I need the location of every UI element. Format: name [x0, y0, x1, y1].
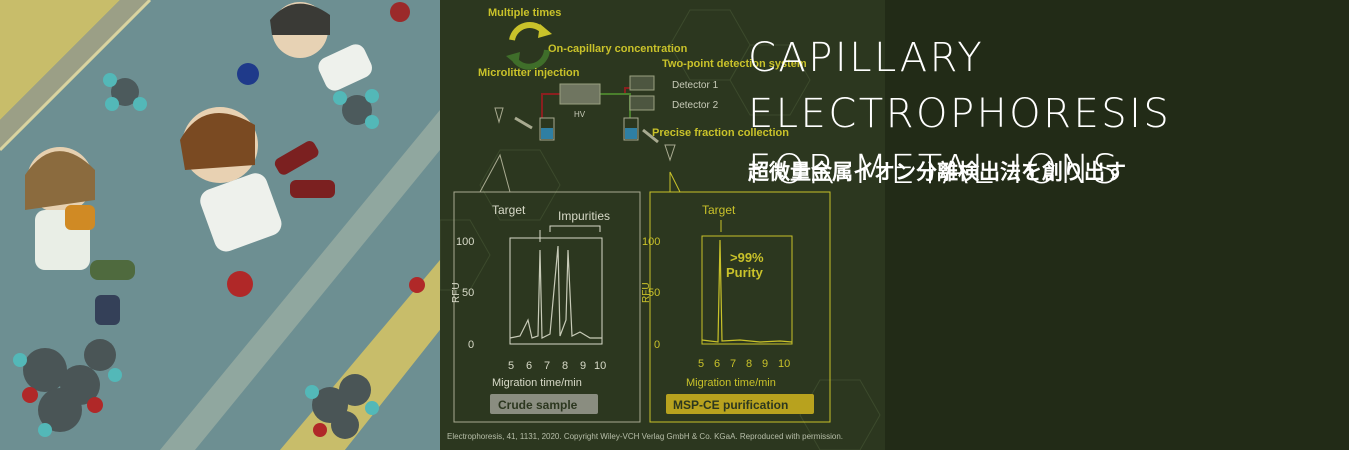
- right-target-label: Target: [702, 203, 736, 217]
- crude-sample-badge-label: Crude sample: [498, 398, 578, 412]
- ce-schematic: Multiple times On-capillary concentratio…: [440, 7, 881, 450]
- right-xtick: 5: [698, 358, 704, 370]
- left-ylabel: RFU: [451, 282, 462, 303]
- crude-sample-badge: [490, 394, 598, 414]
- purified-electropherogram: [701, 239, 793, 343]
- ce-figure-panel: Multiple times On-capillary concentratio…: [440, 0, 885, 450]
- left-xtick: 6: [526, 360, 532, 372]
- detector1-label: Detector 1: [672, 80, 719, 91]
- detector2-label: Detector 2: [672, 100, 719, 111]
- multiple-times-label: Multiple times: [488, 7, 561, 19]
- purity-value: >99%: [730, 250, 764, 265]
- vial-inlet: [539, 117, 555, 141]
- hv-power-supply: [559, 83, 601, 105]
- left-xtick: 10: [594, 360, 606, 372]
- molecule-cluster-icon: [13, 339, 122, 437]
- right-xlabel: Migration time/min: [686, 377, 776, 389]
- right-ytick-50: 50: [648, 287, 660, 299]
- left-xtick: 5: [508, 360, 514, 372]
- character-girl-center: [180, 107, 335, 252]
- crude-sample-panel: [453, 191, 641, 423]
- left-impurities-label: Impurities: [558, 209, 610, 223]
- molecule-icon: [103, 73, 147, 111]
- microliter-injection-label: Microlitter injection: [478, 67, 580, 79]
- purity-label: Purity: [726, 265, 764, 280]
- left-xtick: 7: [544, 360, 550, 372]
- hexagon-pattern: [440, 9, 881, 450]
- right-xtick: 9: [762, 358, 768, 370]
- on-capillary-label: On-capillary concentration: [548, 43, 688, 55]
- msp-ce-badge: [666, 394, 814, 414]
- right-xtick: 6: [714, 358, 720, 370]
- right-ytick-100: 100: [642, 236, 660, 248]
- two-point-label: Two-point detection system: [662, 58, 807, 70]
- hv-label: HV: [574, 110, 586, 119]
- left-xlabel: Migration time/min: [492, 377, 582, 389]
- detector-1-icon: [629, 75, 655, 91]
- right-xtick: 8: [746, 358, 752, 370]
- left-target-label: Target: [492, 203, 526, 217]
- left-ytick-0: 0: [468, 339, 474, 351]
- character-girl-glasses: [25, 147, 135, 325]
- molecule-cluster-icon: [305, 374, 379, 439]
- page-headline: CAPILLARY ELECTROPHORESIS FOR METAL IONS: [748, 35, 1172, 193]
- left-ytick-50: 50: [462, 287, 474, 299]
- illustration-panel: [0, 0, 440, 450]
- left-xtick: 9: [580, 360, 586, 372]
- recycle-arrows-icon: [506, 22, 552, 70]
- right-xtick: 10: [778, 358, 790, 370]
- page-subtitle: 超微量金属イオン分離検出法を創り出す: [748, 160, 1126, 184]
- msp-ce-panel: [649, 191, 831, 423]
- right-ylabel: RFU: [641, 282, 652, 303]
- pipette-icon: [494, 107, 504, 124]
- detector-2-icon: [629, 95, 655, 111]
- molecule-icon: [333, 89, 379, 129]
- scientists-illustration: [0, 0, 440, 450]
- figure-credit: Electrophoresis, 41, 1131, 2020. Copyrig…: [447, 432, 844, 441]
- character-boy: [270, 2, 372, 91]
- pipette-icon: [664, 144, 676, 162]
- vial-outlet: [623, 117, 639, 141]
- left-xtick: 8: [562, 360, 568, 372]
- title-background: [885, 0, 1349, 450]
- left-ytick-100: 100: [456, 236, 474, 248]
- crude-electropherogram: [509, 245, 602, 339]
- right-ytick-0: 0: [654, 339, 660, 351]
- msp-ce-badge-label: MSP-CE purification: [673, 398, 788, 412]
- right-xtick: 7: [730, 358, 736, 370]
- precise-fraction-label: Precise fraction collection: [652, 127, 789, 139]
